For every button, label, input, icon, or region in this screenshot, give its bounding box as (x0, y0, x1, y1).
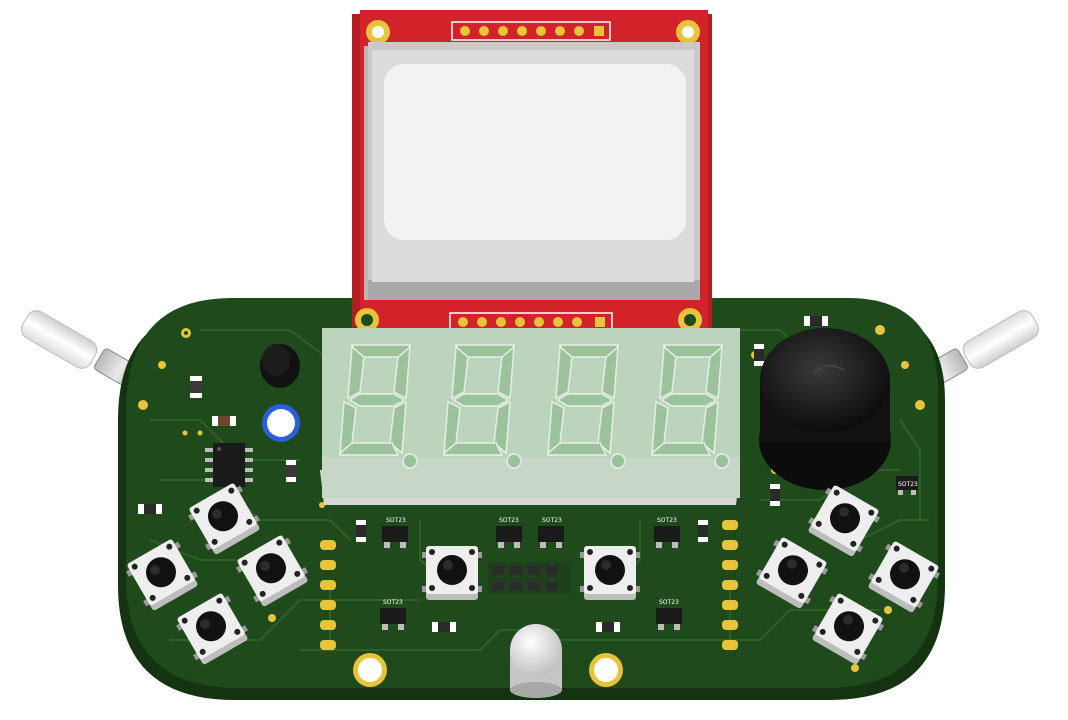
digit-4-segment-g (660, 393, 718, 407)
digit-2-segment-g (452, 393, 510, 407)
lcd-header-top (451, 21, 611, 41)
dpad-right-down-button[interactable] (808, 590, 887, 667)
digit-1-segment-b (393, 345, 411, 400)
transistor-label-6: SOT23 (659, 599, 679, 606)
lcd-screen (384, 64, 686, 240)
digit-1-decimal-point (402, 453, 418, 469)
vias (138, 325, 925, 672)
pin-pads-right (722, 520, 738, 650)
digit-2-segment-b (497, 345, 515, 400)
transistor-label-5: SOT23 (383, 599, 403, 606)
digit-2-segment-e (443, 400, 461, 455)
transistor-label-2: SOT23 (499, 517, 519, 524)
digit-2-segment-f (451, 345, 469, 400)
pin-pads-left (320, 540, 336, 650)
transistor-label-4: SOT23 (657, 517, 677, 524)
digit-4-segment-f (659, 345, 677, 400)
digit-1-segment-e (339, 400, 357, 455)
transistor-label-1: SOT23 (386, 517, 406, 524)
digit-4-segment-e (651, 400, 669, 455)
center-right-button[interactable] (580, 546, 640, 600)
digit-3-segment-g (556, 393, 614, 407)
dpad-left-right-button[interactable] (233, 532, 312, 609)
transistor-label-7: SOT23 (898, 481, 918, 488)
smd-components (138, 316, 828, 632)
seven-segment-display (320, 328, 740, 505)
blue-capacitor (262, 404, 300, 442)
sot23-transistors: SOT23 SOT23 SOT23 SOT23 SOT23 SOT23 (380, 476, 918, 630)
resistor-array (488, 562, 570, 594)
transistor-label-3: SOT23 (542, 517, 562, 524)
bottom-led (510, 624, 562, 698)
soic-chip (205, 443, 253, 487)
digit-4-segment-b (705, 345, 723, 400)
transistor-7: SOT23 (896, 476, 918, 495)
voltage-regulator (260, 344, 300, 388)
transistor-3: SOT23 (538, 517, 564, 548)
transistor-2: SOT23 (496, 517, 522, 548)
digit-3-segment-f (555, 345, 573, 400)
mounting-holes (353, 653, 623, 687)
digit-1-segment-g (348, 393, 406, 407)
buzzer (759, 328, 891, 490)
digit-3-segment-b (601, 345, 619, 400)
dpad-left-left-button[interactable] (123, 536, 202, 613)
dpad-right-right-button[interactable] (864, 538, 943, 615)
transistor-5: SOT23 (380, 599, 406, 630)
digit-2-decimal-point (506, 453, 522, 469)
transistor-6: SOT23 (656, 599, 682, 630)
dpad-right-left-button[interactable] (752, 534, 831, 611)
center-left-button[interactable] (422, 546, 482, 600)
digit-4-decimal-point (714, 453, 730, 469)
dpad-right-up-button[interactable] (804, 482, 883, 559)
digit-1-segment-f (347, 345, 365, 400)
lcd-module (352, 10, 712, 334)
transistor-1: SOT23 (382, 517, 408, 548)
digit-3-decimal-point (610, 453, 626, 469)
dpad-left-down-button[interactable] (173, 590, 252, 667)
transistor-4: SOT23 (654, 517, 680, 548)
dpad-left-up-button[interactable] (185, 480, 264, 557)
digit-3-segment-e (547, 400, 565, 455)
